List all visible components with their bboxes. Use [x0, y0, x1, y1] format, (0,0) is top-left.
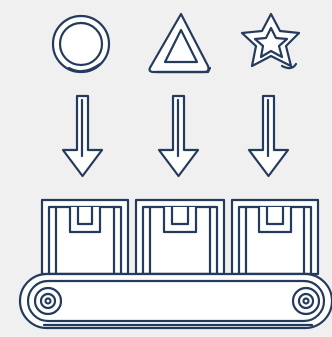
box-icon	[232, 200, 318, 274]
box-icon	[136, 200, 224, 274]
down-arrow-icon	[159, 96, 198, 176]
circle-icon	[53, 16, 109, 72]
down-arrow-icon	[63, 96, 102, 176]
down-arrow-icon	[249, 96, 288, 176]
box-icon	[42, 200, 128, 274]
conveyor-belt-icon	[20, 274, 332, 328]
triangle-icon	[150, 14, 210, 72]
star-icon	[242, 14, 299, 68]
